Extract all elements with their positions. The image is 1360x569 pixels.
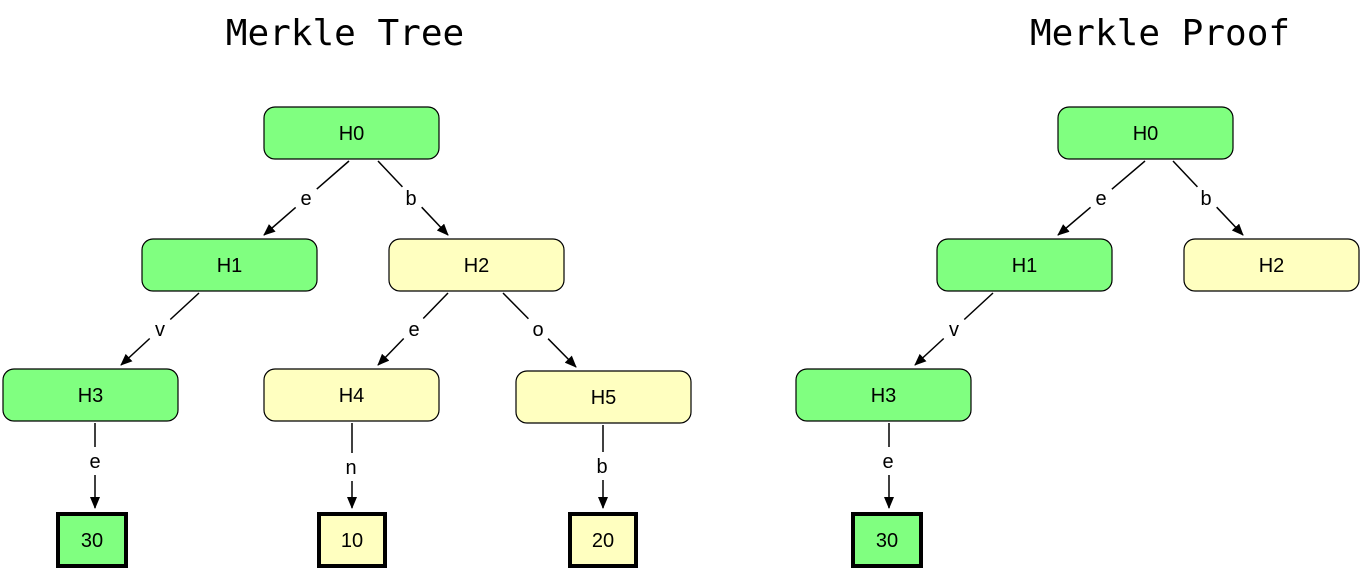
edge-arrow-segment: [1057, 206, 1092, 236]
tree-edge-h3-30: e: [89, 423, 101, 509]
hash-node-box: [263, 106, 440, 160]
hash-node-label: H1: [217, 255, 243, 277]
tree-edge-h4-10: n: [345, 423, 357, 509]
tree-node-h0: H0: [263, 106, 440, 160]
edge-arrow-segment: [377, 338, 405, 366]
tree-edge-h2-h4: e: [377, 292, 449, 366]
merkle-tree-title: Merkle Tree: [226, 13, 464, 54]
proof-node-30: 30: [851, 512, 923, 568]
edge-line-segment: [422, 292, 449, 319]
edge-arrow-segment: [421, 206, 449, 236]
hash-node-label: H3: [871, 385, 897, 407]
tree-node-h5: H5: [515, 370, 692, 424]
proof-node-h0: H0: [1057, 106, 1234, 160]
tree-node-h2: H2: [388, 238, 565, 292]
edge-line-segment: [377, 160, 403, 188]
hash-node-box: [936, 238, 1113, 292]
leaf-value-box: [568, 512, 638, 568]
hash-node-label: H0: [1133, 123, 1159, 145]
hash-node-box: [515, 370, 692, 424]
tree-node-10: 10: [317, 512, 387, 568]
edge-label: e: [89, 451, 100, 473]
edge-arrow-segment: [547, 338, 577, 368]
hash-node-box: [1057, 106, 1234, 160]
leaf-value-label: 30: [81, 530, 103, 552]
hash-node-label: H5: [591, 387, 617, 409]
merkle-proof-title: Merkle Proof: [1030, 13, 1290, 54]
edge-label: n: [345, 457, 356, 479]
edge-line-segment: [963, 292, 994, 321]
proof-node-h1: H1: [936, 238, 1113, 292]
edge-label: e: [408, 319, 419, 341]
edge-arrow-segment: [263, 206, 297, 236]
leaf-value-label: 10: [341, 530, 363, 552]
leaf-value-box: [56, 512, 128, 568]
hash-node-label: H4: [339, 385, 365, 407]
hash-node-label: H0: [339, 123, 365, 145]
hash-node-box: [1183, 238, 1360, 292]
edge-line-segment: [502, 292, 529, 320]
hash-node-label: H3: [78, 385, 104, 407]
edges-layer: e b v e o e n b e b v e: [89, 160, 1244, 509]
hash-node-box: [2, 368, 179, 422]
tree-node-h3: H3: [2, 368, 179, 422]
leaf-value-box: [851, 512, 923, 568]
edge-line-segment: [1172, 160, 1198, 188]
edge-label: b: [405, 188, 416, 210]
edge-arrow-segment: [1216, 206, 1244, 236]
tree-edge-h5-20: b: [596, 425, 608, 509]
proof-edge-h3-30: e: [882, 423, 894, 509]
edge-label: b: [596, 456, 607, 478]
hash-node-box: [141, 238, 318, 292]
proof-edge-h0-h1: e: [1057, 160, 1146, 236]
tree-node-h4: H4: [263, 368, 440, 422]
hash-node-label: H2: [1259, 255, 1285, 277]
hash-node-box: [388, 238, 565, 292]
edge-line-segment: [316, 160, 350, 190]
tree-edge-h0-h1: e: [263, 160, 350, 236]
edge-arrow-segment: [120, 337, 151, 366]
tree-node-h1: H1: [141, 238, 318, 292]
hash-node-box: [263, 368, 440, 422]
proof-edge-h0-h2: b: [1172, 160, 1244, 236]
leaf-value-label: 30: [876, 530, 898, 552]
proof-node-h2: H2: [1183, 238, 1360, 292]
tree-edge-h1-h3: v: [120, 292, 200, 366]
edge-label: b: [1200, 188, 1211, 210]
proof-node-h3: H3: [795, 368, 972, 422]
edge-label: v: [949, 319, 959, 341]
edge-label: o: [532, 319, 543, 341]
proof-edge-h1-h3: v: [914, 292, 994, 366]
tree-node-20: 20: [568, 512, 638, 568]
tree-edge-h0-h2: b: [377, 160, 449, 236]
edge-label: e: [882, 451, 893, 473]
tree-edge-h2-h5: o: [502, 292, 577, 368]
hash-node-label: H1: [1012, 255, 1038, 277]
edge-label: e: [300, 188, 311, 210]
edge-label: e: [1095, 188, 1106, 210]
edge-label: v: [155, 319, 165, 341]
edge-arrow-segment: [914, 337, 945, 366]
leaf-value-box: [317, 512, 387, 568]
hash-node-label: H2: [464, 255, 490, 277]
edge-line-segment: [169, 292, 200, 321]
edge-line-segment: [1111, 160, 1146, 190]
tree-node-30: 30: [56, 512, 128, 568]
hash-node-box: [795, 368, 972, 422]
leaf-value-label: 20: [592, 530, 614, 552]
